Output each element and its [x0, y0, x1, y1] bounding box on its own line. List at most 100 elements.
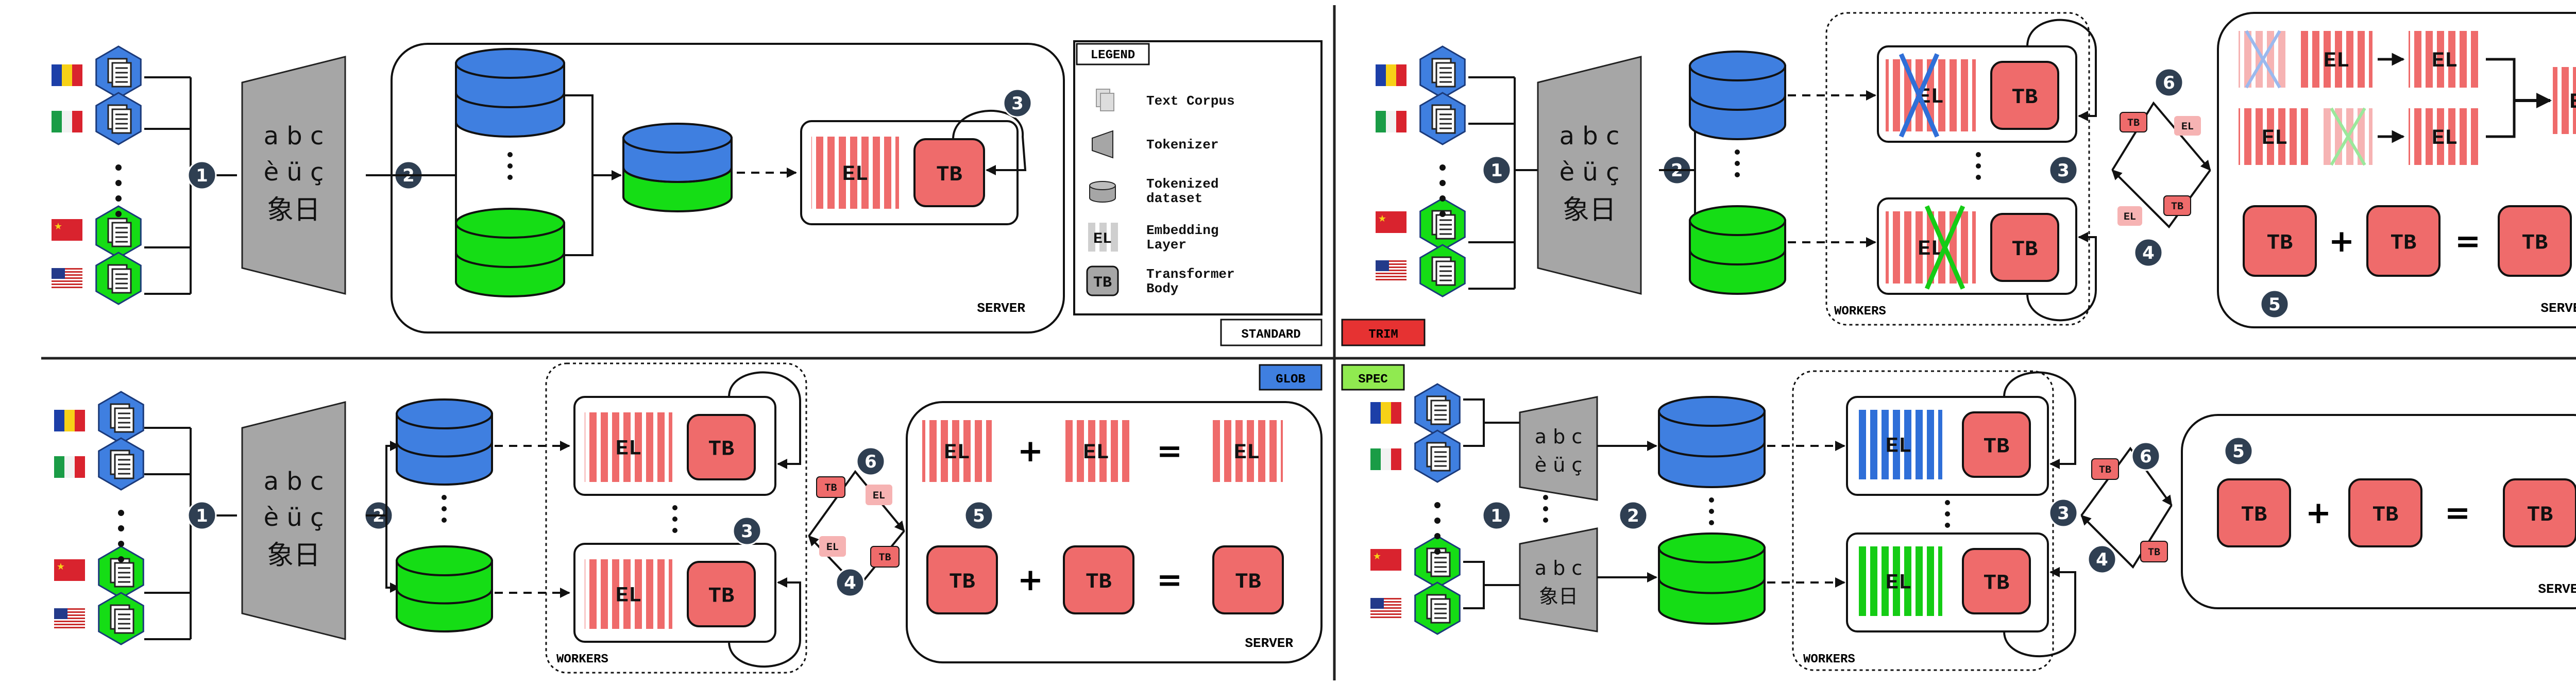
step-number: 3 [2057, 160, 2070, 181]
embedding-layer-icon: EL [2409, 31, 2481, 88]
plus-sign: + [2306, 495, 2331, 531]
step-number: 1 [1490, 160, 1503, 181]
tokenized-dataset-icon [1689, 51, 1786, 140]
workers-label: WORKERS [1803, 653, 1855, 667]
tb-label: TB [1984, 571, 2009, 596]
text-corpus-icon [1419, 197, 1466, 251]
embedding-layer-icon: EL [2553, 67, 2576, 134]
step-number: 5 [2232, 441, 2245, 462]
step-badge-3: 3 [732, 516, 762, 546]
embedding-layer-icon: EL [1855, 546, 1942, 616]
panel-standard: ★ a b cè ü ç象日 1 2 EL TB 3 SERVER [52, 43, 1065, 334]
el-label: EL [944, 440, 970, 465]
el-label: EL [616, 584, 641, 608]
el-label: EL [2432, 48, 2458, 73]
server-box-trim [2217, 12, 2576, 328]
transformer-body-icon: TB [687, 561, 756, 627]
legend-title: LEGEND [1091, 48, 1135, 62]
server-box-spec [2181, 414, 2576, 609]
tokenized-dataset-icon [455, 208, 565, 297]
tb-tag: TB [2163, 195, 2191, 216]
el-label: EL [1093, 230, 1112, 248]
tokenized-dataset-icon [1658, 532, 1766, 625]
tokenizer-icon [1092, 130, 1113, 159]
tag-label: TB [2127, 118, 2140, 129]
step-badge-5: 5 [964, 501, 994, 530]
transformer-body-icon: TB [1063, 545, 1134, 614]
tb-tag: TB [2120, 112, 2147, 132]
tokenized-dataset-icon [1658, 396, 1766, 488]
china-flag-icon: ★ [54, 559, 85, 581]
plus-sign: + [1018, 562, 1043, 598]
embedding-layer-icon: EL [2239, 108, 2311, 165]
transformer-body-icon: TB [1962, 411, 2031, 478]
legend-item-label: Tokenized [1146, 176, 1218, 192]
ellipsis-dots [1735, 149, 1740, 177]
step-number: 6 [865, 452, 877, 472]
transformer-body-icon: TB [1086, 265, 1119, 296]
tb-label: TB [936, 162, 962, 187]
step-number: 4 [2142, 243, 2155, 263]
panel-spec: ★ 1 a b cè ü ç a b c象日 2 EL TB EL TB 3 T… [1370, 370, 2576, 671]
ellipsis-dots [1709, 497, 1714, 525]
tokenizer-icon: a b cè ü ç象日 [241, 401, 346, 640]
tb-label: TB [949, 570, 975, 594]
step-number: 4 [844, 573, 856, 593]
tokenizer-text-latin: a b c [264, 467, 324, 496]
romania-flag-icon [54, 410, 85, 431]
usa-flag-icon [1376, 260, 1406, 280]
step-number: 3 [1011, 93, 1024, 114]
equals-sign: = [2445, 495, 2470, 531]
el-tag: EL [2174, 116, 2201, 136]
step-badge-6: 6 [2131, 441, 2161, 471]
step-number: 3 [741, 521, 753, 542]
ellipsis-dots [442, 495, 447, 523]
embedding-layer-icon: EL [811, 137, 899, 209]
el-label: EL [842, 162, 868, 187]
romania-flag-icon [52, 64, 82, 86]
text-corpus-icon [1414, 535, 1461, 589]
china-flag-icon: ★ [1370, 549, 1401, 571]
step-number: 6 [2163, 73, 2175, 93]
tokenizer-icon: a b c象日 [1519, 527, 1598, 632]
badge-spec: SPEC [1358, 373, 1388, 387]
embedding-layer-icon: EL [1087, 223, 1118, 252]
legend-item: Text Corpus [1096, 89, 1235, 111]
tag-label: TB [2148, 547, 2160, 559]
tb-tag: TB [2091, 458, 2119, 480]
tb-label: TB [2267, 231, 2293, 256]
corpus-column: ★ [54, 391, 144, 645]
transformer-body-icon: TB [2503, 478, 2576, 547]
italy-flag-icon [52, 111, 82, 132]
legend-item-label: Text Corpus [1146, 93, 1235, 109]
step-number: 1 [196, 506, 208, 526]
tokenizer-text: è ü ç [1535, 454, 1583, 476]
step-badge-4: 4 [2087, 544, 2117, 574]
step-badge-5: 5 [2224, 436, 2253, 466]
svg-text:★: ★ [54, 221, 62, 232]
tokenizer-text-cjk: 象日 [267, 195, 320, 226]
exchange-diamond: TB EL EL TB 6 4 [2111, 68, 2211, 268]
tb-label: TB [1984, 435, 2009, 459]
text-corpus-icon [95, 92, 142, 145]
badge-glob: GLOB [1276, 373, 1306, 387]
tokenizer-text-latin: a b c [264, 122, 324, 151]
tb-label: TB [2391, 231, 2416, 256]
text-corpus-icon [95, 45, 142, 99]
china-flag-icon: ★ [52, 219, 82, 241]
tb-label: TB [2522, 231, 2548, 256]
transformer-body-icon: TB [1212, 545, 1284, 614]
legend-item-label: Layer [1146, 237, 1187, 253]
tb-tag: TB [870, 546, 900, 568]
text-corpus-icon [1419, 92, 1466, 145]
server-label: SERVER [2538, 581, 2576, 597]
italy-flag-icon [54, 456, 85, 478]
legend-item-label: dataset [1146, 191, 1202, 206]
tokenized-dataset-icon [1689, 205, 1786, 295]
tb-tag: TB [816, 476, 845, 498]
tokenized-dataset-icon [622, 123, 733, 212]
step-number: 3 [2057, 503, 2070, 524]
